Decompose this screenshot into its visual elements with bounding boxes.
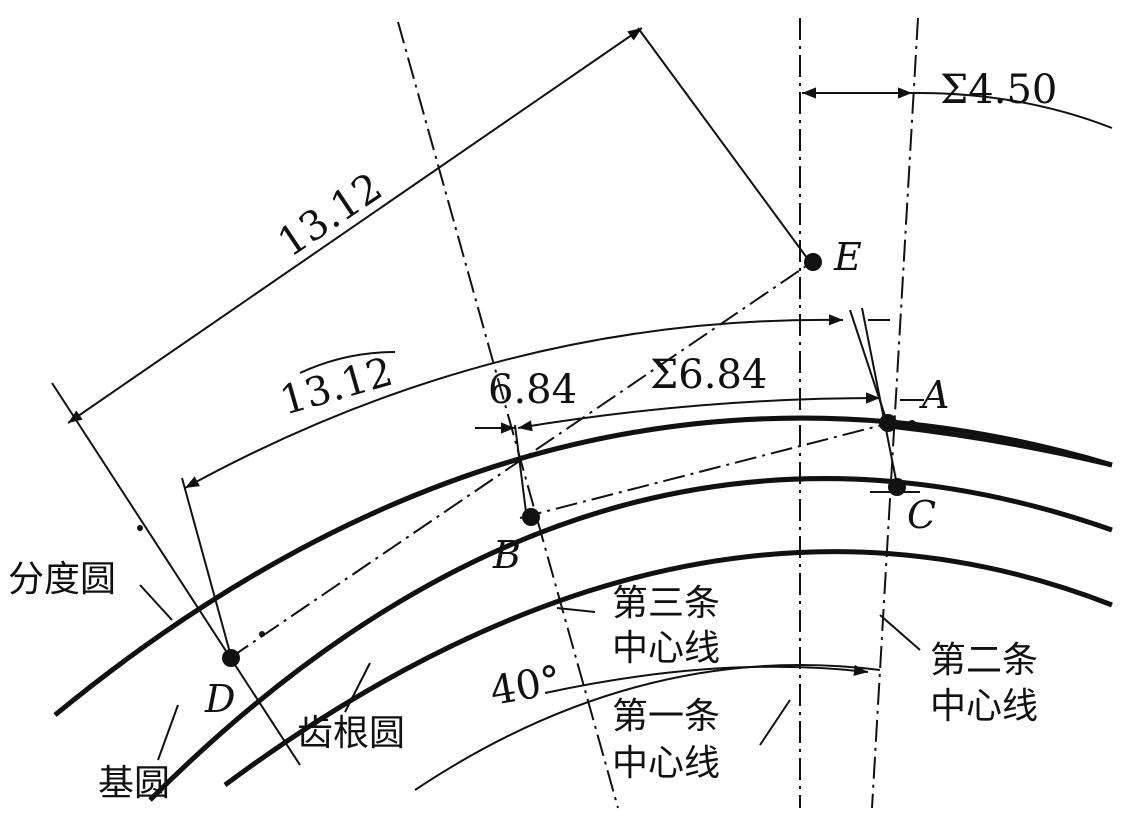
- dim-text-sum-450: Σ4.50: [940, 67, 1057, 113]
- leader-first-centerline: [759, 699, 791, 746]
- line-B-to-A: [519, 422, 891, 519]
- small-dot-2: [259, 631, 265, 637]
- tip-dot-2: [941, 426, 949, 434]
- dim-line-arc-684: [517, 392, 881, 432]
- ext-line-D-arc: [181, 477, 233, 661]
- tip-dot-1: [908, 420, 916, 428]
- ext-line-B: [514, 424, 528, 521]
- label-B: B: [492, 533, 521, 577]
- label-third-centerline-2: 中心线: [612, 628, 720, 669]
- small-dot-1: [137, 525, 143, 531]
- label-C: C: [907, 493, 936, 537]
- arc-mark-over-13: [299, 351, 396, 374]
- label-second-centerline-2: 中心线: [930, 686, 1038, 727]
- label-first-centerline-2: 中心线: [612, 743, 720, 784]
- ext-line-E: [637, 27, 811, 263]
- dim-text-sum-684: Σ6.84: [650, 352, 767, 398]
- leader-root-circle: [344, 662, 371, 713]
- label-third-centerline-1: 第三条: [612, 583, 720, 624]
- label-A: A: [919, 373, 949, 417]
- point-E: [804, 253, 822, 271]
- label-E: E: [833, 235, 862, 279]
- label-root-circle: 齿根圆: [297, 713, 405, 754]
- dim-text-chord: 13.12: [270, 164, 391, 266]
- dim-line-chord: [67, 27, 643, 424]
- small-inner-arc: [414, 664, 881, 791]
- label-pitch-circle: 分度圆: [8, 559, 116, 600]
- leader-second-centerline: [879, 614, 921, 651]
- leader-third-centerline: [556, 607, 596, 613]
- root-circle-arc: [223, 549, 1113, 788]
- point-C: [888, 478, 906, 496]
- leader-pitch-circle: [139, 584, 173, 621]
- leader-450: [911, 91, 1113, 129]
- dim-text-684: 6.84: [488, 367, 577, 413]
- label-second-centerline-1: 第二条: [930, 640, 1038, 681]
- ext-line-D: [51, 382, 301, 766]
- point-B: [522, 508, 540, 526]
- tooth-tip-arc: [879, 422, 1113, 468]
- label-base-circle: 基圆: [98, 763, 170, 804]
- leader-base-circle: [157, 704, 179, 761]
- line-D-to-E: [229, 261, 813, 659]
- dim-line-angle-40: [544, 664, 869, 694]
- point-D: [222, 649, 240, 667]
- label-D: D: [204, 677, 235, 721]
- second-centerline: [871, 17, 919, 809]
- dim-text-angle-40: 40°: [487, 657, 565, 715]
- dim-line-arc-13: [184, 314, 844, 489]
- base-circle-arc: [148, 476, 1113, 802]
- point-A: [879, 414, 897, 432]
- label-first-centerline-1: 第一条: [612, 696, 720, 737]
